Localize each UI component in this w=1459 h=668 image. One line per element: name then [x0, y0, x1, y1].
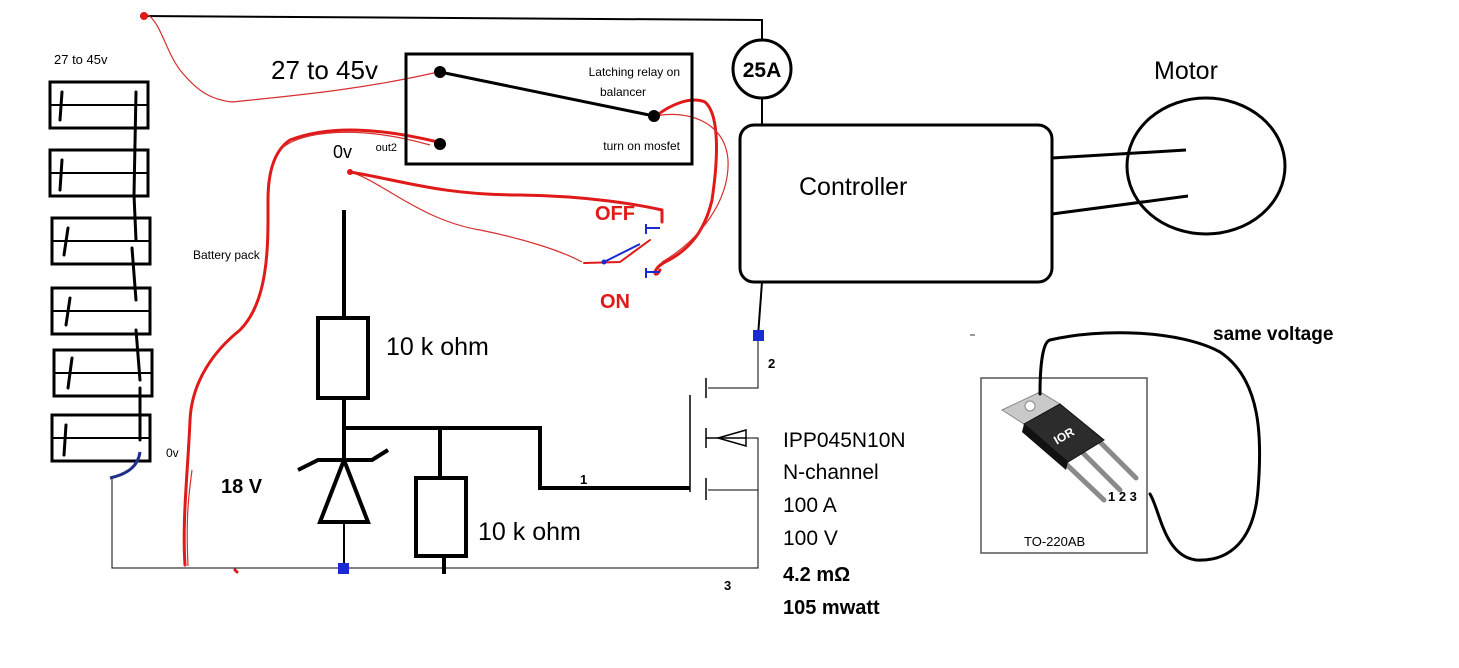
relay-wiring	[140, 12, 729, 574]
mosfet-resistance: 4.2 mΩ	[783, 564, 850, 586]
fuse-rating: 25A	[743, 59, 782, 82]
fuse: 25A	[731, 38, 793, 100]
pin-gate-label: 1	[580, 472, 587, 487]
controller-to-drain-wire	[757, 281, 763, 337]
resistor-bottom-label: 10 k ohm	[478, 518, 581, 546]
fuse-circle	[731, 38, 793, 100]
controller: Controller	[738, 123, 1189, 284]
to220-package: IOR 1 2 3 TO-220AB same voltage	[980, 324, 1333, 562]
mosfet-voltage: 100 V	[783, 527, 838, 550]
mosfet-part: IPP045N10N	[783, 429, 906, 452]
mosfet-current: 100 A	[783, 494, 837, 517]
relay-out-label: out2	[376, 142, 397, 154]
relay-text-2: balancer	[600, 85, 646, 99]
controller-label: Controller	[799, 173, 907, 201]
mosfet-symbol: 1 2 3	[580, 356, 775, 593]
ground-junction	[338, 563, 349, 574]
motor: Motor	[1125, 57, 1287, 236]
drain-wire	[708, 336, 759, 389]
battery-ground-stroke	[109, 451, 142, 480]
zener-diode: 18 V	[221, 448, 390, 524]
controller-box	[738, 123, 1054, 284]
same-voltage-loop	[1038, 331, 1262, 562]
latching-relay: 27 to 45v Latching relay on balancer out…	[271, 52, 694, 166]
package-pins-label: 1 2 3	[1108, 489, 1137, 504]
switch-off-label: OFF	[595, 203, 635, 225]
relay-input-voltage: 27 to 45v	[271, 55, 378, 85]
power-wiring	[111, 15, 763, 574]
motor-lead-2	[1051, 194, 1189, 216]
battery-pack-label: Battery pack	[193, 248, 261, 262]
mosfet-power: 105 mwatt	[783, 597, 880, 619]
motor-label: Motor	[1154, 57, 1218, 85]
relay-mosfet-label: turn on mosfet	[603, 139, 680, 153]
mosfet-type: N-channel	[783, 461, 879, 484]
mosfet-specs: IPP045N10N N-channel 100 A 100 V 4.2 mΩ …	[783, 429, 906, 619]
package-body	[1023, 403, 1105, 463]
motor-circle	[1125, 96, 1287, 236]
resistor-top: 10 k ohm	[316, 316, 489, 400]
pin-source-label: 3	[724, 578, 731, 593]
battery-pack: 27 to 45v Battery pack 0v	[48, 52, 261, 463]
switch-lever	[603, 243, 641, 263]
pin-drain-label: 2	[768, 356, 775, 371]
drain-junction	[753, 330, 764, 341]
ground-return-wire	[111, 478, 759, 569]
relay-contact-arm	[439, 70, 655, 118]
zener-voltage-label: 18 V	[221, 476, 263, 498]
relay-text-1: Latching relay on	[589, 65, 680, 79]
switch-on-label: ON	[600, 291, 630, 313]
motor-lead-1	[1051, 148, 1187, 160]
resistor-bottom: 10 k ohm	[414, 476, 581, 558]
relay-box	[404, 52, 694, 166]
resistor-top-label: 10 k ohm	[386, 333, 489, 361]
top-positive-wire	[139, 15, 763, 40]
battery-bottom-voltage: 0v	[166, 446, 179, 460]
gate-wire	[344, 426, 690, 490]
relay-output-terminal	[434, 138, 446, 150]
on-off-switch: OFF ON	[595, 203, 660, 313]
package-name: TO-220AB	[1024, 534, 1085, 549]
battery-top-voltage: 27 to 45v	[54, 52, 108, 67]
zero-volt-label: 0v	[333, 142, 352, 162]
same-voltage-label: same voltage	[1213, 324, 1333, 345]
